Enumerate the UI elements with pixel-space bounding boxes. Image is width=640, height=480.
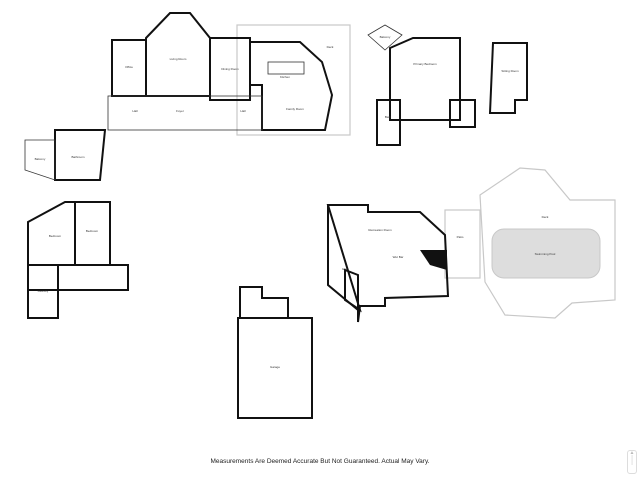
bath-walls [376,99,401,146]
pool-deck-outline [479,167,616,319]
patio-outline [444,209,481,279]
balcony-outline [24,139,56,181]
room-label: Sitting Room [501,69,519,73]
room-label: Hall [132,109,138,113]
room-label: Family Room [286,107,304,111]
room-label: Balcony [35,157,46,161]
hall-outline [107,95,263,131]
room-label: Dining Room [221,67,239,71]
room-label: Bedroom [86,229,99,233]
room-label: Laundry [38,289,49,293]
recreation-west-wall [327,205,359,311]
room-label: Bedroom [49,234,62,238]
room-label: Swimming Pool [535,252,556,256]
room-label: Bathroom [71,155,85,159]
laundry-walls [27,264,59,319]
balcony-outline [367,24,403,51]
bedrooms-walls [27,201,111,266]
third-floor: Sitting Room [488,42,528,114]
garage-floor: Garage [237,286,313,419]
room-label: Office [125,65,133,69]
lower-level: Recreation Room Patio Deck Swimming Pool… [326,167,616,323]
deck-outline [236,24,351,136]
hall-walls [27,264,129,291]
kitchen-walls [249,41,334,131]
room-label: Bath [385,115,392,119]
stair-block [420,250,447,270]
room-label: Patio [457,235,464,239]
room-label: Balcony [380,35,391,39]
room-label: Deck [327,45,334,49]
room-label: Kitchen [280,75,290,79]
bedroom-floor: Bedroom Bedroom Laundry [27,201,129,319]
garage-entry-walls [239,286,289,318]
room-label: Recreation Room [368,228,392,232]
sitting-room-walls [488,42,528,114]
living-room-walls [145,12,211,97]
recreation-walls [326,204,450,323]
room-label: Garage [270,365,280,369]
north-arrow-icon: ▲|| [627,450,637,474]
swimming-pool [491,228,601,279]
room-label: Wet Bar [393,255,404,259]
kitchen-island [267,61,305,75]
disclaimer-text: Measurements Are Deemed Accurate But Not… [210,458,430,465]
room-label: Deck [542,215,549,219]
room-label: Living Room [170,57,187,61]
main-floor: Office Living Room Dining Room Kitchen F… [24,12,351,181]
room-label: Hall [240,109,246,113]
room-label: Primary Bedroom [413,62,437,66]
room-label: Gym [342,267,349,271]
primary-bedroom-walls [389,37,461,121]
garage-walls [237,317,313,419]
room-label: Foyer [176,109,184,113]
second-floor: Balcony Primary Bedroom Bath [367,24,476,146]
stairs-walls [449,99,476,128]
